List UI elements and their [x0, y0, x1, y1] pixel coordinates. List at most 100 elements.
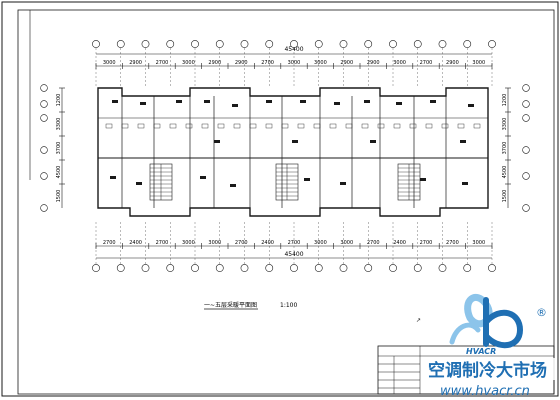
radiator-icon [112, 100, 118, 103]
watermark-brand: HVACR [466, 347, 496, 356]
axis-bubble-side [40, 172, 48, 180]
stair [275, 163, 299, 201]
drawing-caption: 一~五层采暖平面图 1:100 [204, 301, 297, 310]
axis-bubble [141, 264, 150, 272]
bottom-dim-label: 2700 [156, 240, 169, 246]
drawing-scale: 1:100 [280, 302, 297, 309]
interior-partitions [105, 96, 481, 208]
radiator-icon [370, 140, 376, 143]
door-opening [265, 123, 273, 129]
axis-bubble-side [40, 100, 48, 108]
radiator-icon [460, 140, 466, 143]
bottom-dim-label: 3000 [208, 240, 221, 246]
axis-bubble [92, 40, 100, 48]
door-opening [169, 123, 177, 129]
hvacr-logo-icon [449, 294, 524, 348]
bottom-dim-label: 2700 [235, 240, 248, 246]
sheet-inner-border [17, 9, 555, 395]
radiator-icon [266, 100, 272, 103]
top-dim-label: 2900 [129, 60, 142, 66]
axis-bubble-side [522, 146, 530, 154]
door-opening [217, 123, 225, 129]
axis-bubble [240, 264, 249, 272]
axis-bubble-side [522, 172, 530, 180]
bottom-dim-label: 2400 [129, 240, 142, 246]
door-opening [441, 123, 449, 129]
door-opening [457, 123, 465, 129]
axis-bubble [290, 264, 298, 272]
axis-bubble [215, 40, 224, 48]
top-dim-label: 3000 [182, 60, 195, 66]
axis-bubble [364, 264, 373, 272]
exterior-wall [97, 87, 489, 217]
door-opening [297, 123, 305, 129]
top-dim-label: 3000 [393, 60, 406, 66]
top-dim-label: 2900 [340, 60, 353, 66]
axis-bubble [166, 40, 175, 48]
radiator-icon [176, 100, 182, 103]
axis-bubble [339, 264, 348, 272]
axis-bubble-side [522, 114, 530, 122]
radiator-icon [204, 100, 210, 103]
axis-bubble [438, 264, 447, 272]
bottom-dim-label: 2700 [103, 240, 116, 246]
watermark-chinese-name: 空调制冷大市场 [428, 360, 547, 381]
axis-bubble [141, 40, 150, 48]
door-opening [345, 123, 353, 129]
axis-bubble [116, 40, 125, 48]
bottom-dim-label: 3000 [472, 240, 485, 246]
door-opening [473, 123, 481, 129]
north-mark: ↗ [416, 317, 421, 324]
axis-bubble [314, 264, 323, 272]
building-plan [97, 87, 489, 217]
axis-bubble [463, 264, 472, 272]
axis-bubble [191, 40, 199, 48]
radiator-icon [140, 102, 146, 105]
hvacr-watermark: ® HVACR 空调制冷大市场 www.hvacr.cn [426, 294, 556, 399]
top-dim-label: 2700 [156, 60, 169, 66]
axis-bubble [488, 264, 496, 272]
right-dim-label: 1200 [502, 94, 508, 107]
bottom-dim-label: 2400 [261, 240, 274, 246]
radiator-icon [214, 140, 220, 143]
axis-bubble [314, 40, 323, 48]
bottom-dim-label: 2700 [420, 240, 433, 246]
bottom-dim-label: 3000 [182, 240, 195, 246]
bottom-dim-label: 2400 [393, 240, 406, 246]
stairwells [149, 163, 421, 201]
right-dim-label: 4500 [502, 166, 508, 179]
radiator-icon [396, 102, 402, 105]
axis-bubble [290, 40, 298, 48]
axis-bubble [92, 264, 100, 272]
axis-bubble-side [522, 100, 530, 108]
axis-bubble-side [40, 146, 48, 154]
axis-bubble [364, 40, 373, 48]
radiator-icon [300, 100, 306, 103]
bottom-dim-label: 3000 [314, 240, 327, 246]
axis-bubble [265, 40, 274, 48]
door-opening [281, 123, 289, 129]
top-dim-label: 3000 [472, 60, 485, 66]
axis-bubble [488, 40, 496, 48]
radiator-icon [430, 100, 436, 103]
axis-bubble-side [522, 204, 530, 212]
top-dim-label: 3000 [314, 60, 327, 66]
door-opening [313, 123, 321, 129]
top-dim-label: 3000 [103, 60, 116, 66]
top-dim-label: 3000 [288, 60, 301, 66]
axis-bubble [438, 40, 447, 48]
left-dim-label: 3300 [56, 118, 62, 131]
axis-bubble [116, 264, 125, 272]
radiator-icon [110, 176, 116, 179]
stair [149, 163, 173, 201]
axis-bubble [191, 264, 199, 272]
top-dim-label: 2900 [446, 60, 459, 66]
door-opening [361, 123, 369, 129]
drawing-title: 一~五层采暖平面图 [204, 301, 257, 309]
stair [397, 163, 421, 201]
axis-bubble [463, 40, 472, 48]
axis-bubble-side [40, 84, 48, 92]
axis-bubble [413, 264, 422, 272]
axis-bubble [215, 264, 224, 272]
